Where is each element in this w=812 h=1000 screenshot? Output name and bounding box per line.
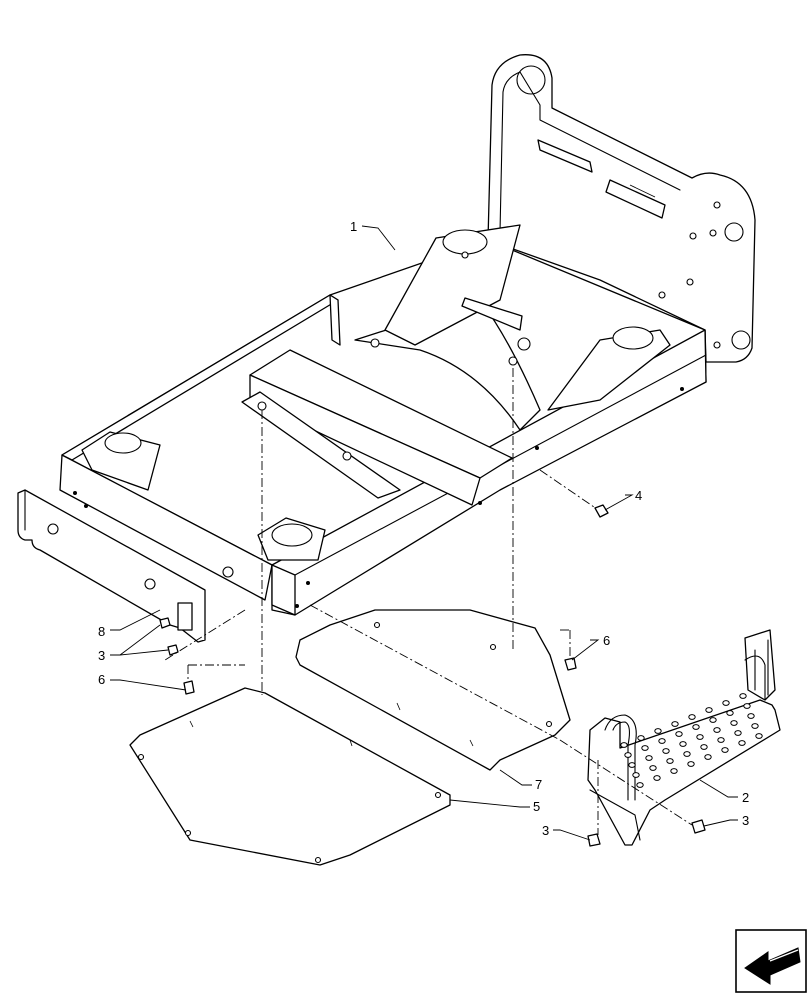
perforation-hole [709,717,717,723]
rear-left-mount [384,224,521,346]
perforation-hole [743,703,751,709]
tower-pivot-hole-right [724,222,744,242]
perforation-hole [738,740,746,746]
perforation-hole [624,752,632,758]
tower-bolt [713,341,721,349]
perforation-hole [636,782,644,788]
front-bracket-tab [177,602,193,631]
callout-6b: 6 [603,633,610,648]
arrow-left-icon [735,929,807,993]
perforation-hole [620,742,628,748]
rear-right-mount [547,329,671,411]
center-bracket [461,297,523,331]
perforation-hole [730,720,738,726]
perforation-hole [641,745,649,751]
callout-8: 8 [98,624,105,639]
perforation-hole [734,730,742,736]
step-rear-rod [754,639,769,696]
assembly-lines [164,368,693,835]
perforation-hole [692,724,700,730]
perforation-hole [726,710,734,716]
mount-hole-rear-left [442,229,488,255]
perforation-hole [632,772,640,778]
tower-bracket-left [537,139,593,173]
perforation-hole [704,754,712,760]
perforation-hole [658,738,666,744]
step-rear-upright [744,629,776,701]
callout-3b: 3 [542,823,549,838]
mount-hole-rear-right [612,326,654,350]
callout-2: 2 [742,790,749,805]
perforation-hole [654,728,662,734]
perforation-hole [662,748,670,754]
bolt-3-right [691,819,706,834]
tower-bolt [686,278,694,286]
perforation-hole [670,768,678,774]
step-perforations [620,693,763,788]
cross-member-face [249,374,481,506]
left-rail-end [329,294,341,346]
perforation-hole [696,734,704,740]
rear-tower-plate [487,54,756,363]
tower-bracket-right [605,179,666,219]
tower-inner-edge [499,71,681,233]
step-plate [587,699,781,846]
perforation-hole [645,755,653,761]
perforation-hole [649,765,657,771]
perforation-hole [739,693,747,699]
left-front-wall [59,454,273,601]
callout-leaders [110,225,738,841]
perforation-hole [700,744,708,750]
front-bracket [17,489,206,643]
perforation-hole [705,707,713,713]
perforation-hole [688,714,696,720]
perforation-hole [717,737,725,743]
bolt-6-right [564,657,577,671]
perforation-hole [628,762,636,768]
callout-3c: 3 [742,813,749,828]
callout-7: 7 [535,777,542,792]
tower-bolt [689,232,697,240]
mount-hole-front-left [104,432,142,454]
tower-lower-hole [731,330,751,350]
callout-4: 4 [635,488,642,503]
tower-bolt [658,291,666,299]
perforation-hole [671,721,679,727]
tower-bolt [713,201,721,209]
perforation-hole [687,761,695,767]
cross-member-flange [241,391,401,499]
perforation-hole [721,747,729,753]
tower-pivot-hole-left [516,65,546,95]
tower-bolt [709,229,717,237]
perforation-hole [675,731,683,737]
perforation-hole [637,735,645,741]
perforation-hole [666,758,674,764]
callout-5: 5 [533,799,540,814]
callout-6a: 6 [98,672,105,687]
perforation-hole [679,741,687,747]
perforation-hole [751,723,759,729]
perforation-hole [683,751,691,757]
upper-cover-plate [295,609,571,771]
center-plate-hole [517,337,531,351]
callout-3a: 3 [98,648,105,663]
bolt-pair-left [159,617,179,656]
bolt-4 [594,504,609,518]
perforation-hole [722,700,730,706]
step [587,629,781,846]
perforation-hole [653,775,661,781]
step-rail [604,714,637,801]
bolt-3-bottom [587,833,601,847]
bolt-6-left [183,680,195,695]
perforation-hole [713,727,721,733]
perforation-hole [747,713,755,719]
perforation-hole [755,733,763,739]
right-wall-end [271,564,296,616]
mount-hole-front-right [271,523,313,547]
callout-1: 1 [350,219,357,234]
main-frame [59,54,756,616]
